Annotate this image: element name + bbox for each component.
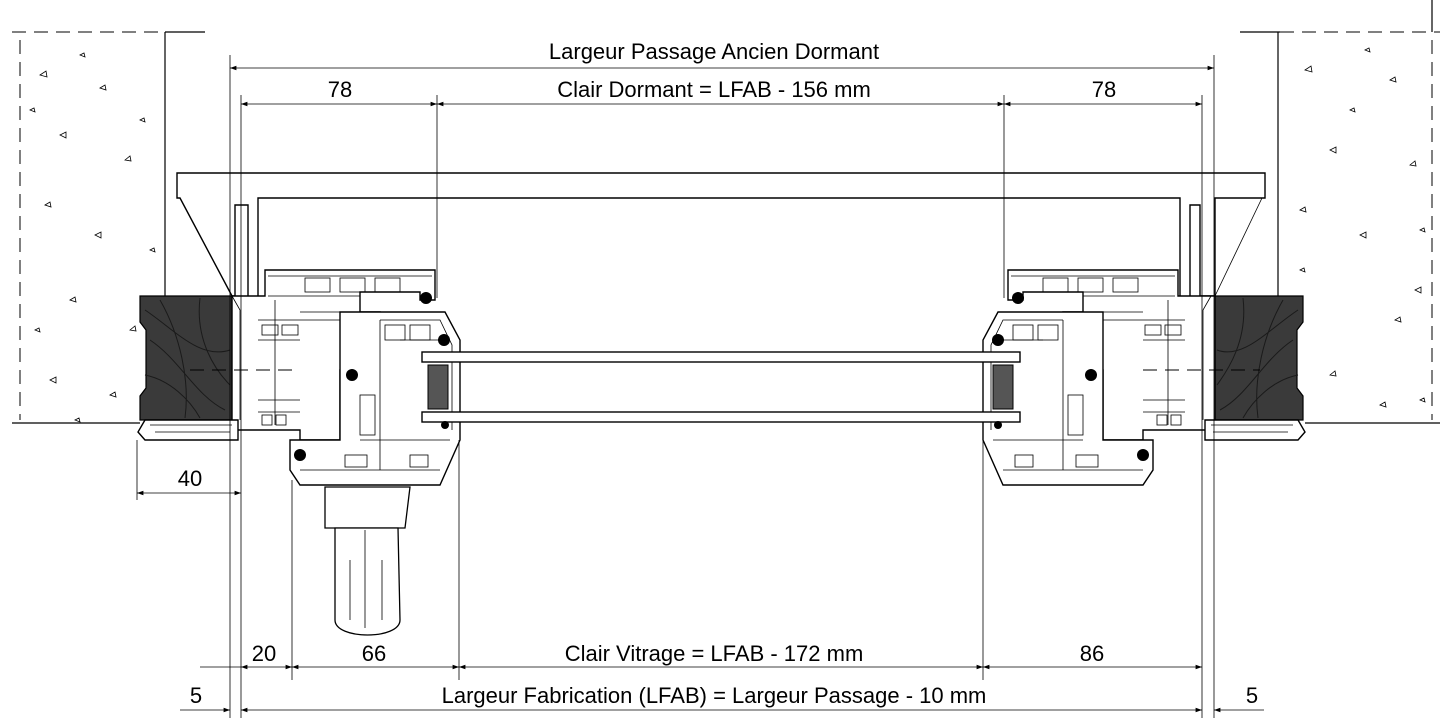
dim-right-78: 78 xyxy=(1092,77,1116,102)
gaskets xyxy=(294,292,1149,461)
dim-passage-ancien-dormant: Largeur Passage Ancien Dormant xyxy=(549,39,879,64)
right-frame-profile xyxy=(1007,269,1306,441)
dim-clair-vitrage: Clair Vitrage = LFAB - 172 mm xyxy=(565,641,864,666)
left-old-frame-wood xyxy=(139,295,233,421)
dim-right-5: 5 xyxy=(1246,683,1258,708)
left-wall xyxy=(12,31,205,424)
dim-left-20: 20 xyxy=(252,641,276,666)
right-wall xyxy=(1240,0,1440,424)
dim-largeur-fabrication: Largeur Fabrication (LFAB) = Largeur Pas… xyxy=(442,683,987,708)
insulated-glass-unit xyxy=(421,351,1021,423)
right-old-frame-wood xyxy=(1214,295,1304,421)
right-sash-profile xyxy=(982,311,1154,486)
dim-right-86: 86 xyxy=(1080,641,1104,666)
left-sash-profile xyxy=(289,311,461,486)
dim-left-66: 66 xyxy=(362,641,386,666)
dim-left-40: 40 xyxy=(178,466,202,491)
dim-left-5: 5 xyxy=(190,683,202,708)
concrete-hatch xyxy=(29,47,1426,423)
dim-clair-dormant: Clair Dormant = LFAB - 156 mm xyxy=(557,77,871,102)
left-handle xyxy=(324,486,411,636)
dimension-lines xyxy=(136,55,1264,718)
dim-left-78: 78 xyxy=(328,77,352,102)
